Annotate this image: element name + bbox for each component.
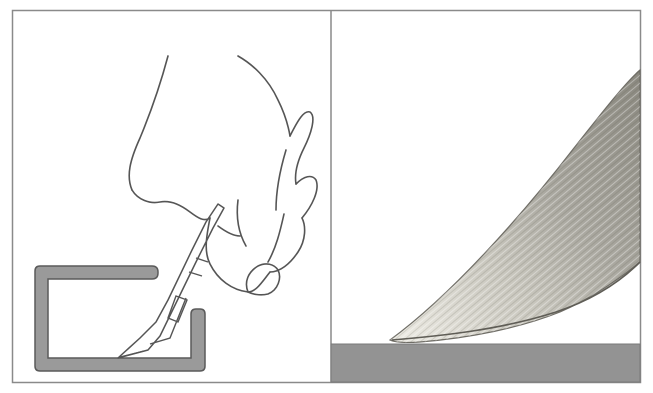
surface-icon (331, 344, 640, 382)
